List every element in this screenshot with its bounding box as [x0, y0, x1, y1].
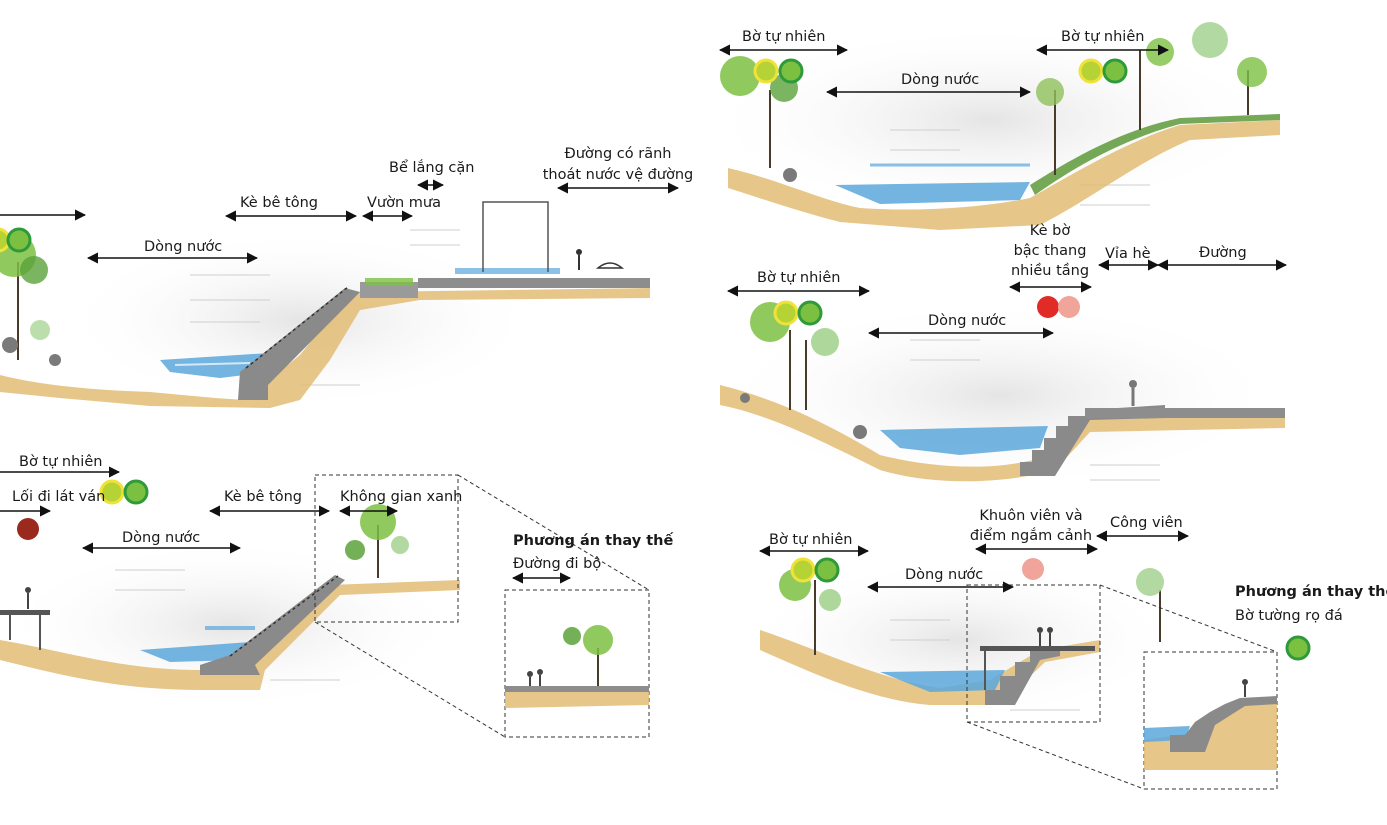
dot-yellow-green — [753, 58, 779, 84]
label-ke-bo-3: nhiều tầng — [1010, 263, 1090, 279]
label-dong-nuoc: Dòng nước — [928, 313, 1007, 329]
panel-5-sketch — [740, 530, 1278, 790]
dot-green — [6, 227, 32, 253]
label-bo-tu-nhien: Bờ tự nhiên — [1061, 29, 1145, 45]
label-dong-nuoc: Dòng nước — [901, 72, 980, 88]
dot-yellow-green — [790, 557, 816, 583]
panel-1-sketch — [0, 179, 680, 410]
dot-green — [1285, 635, 1311, 661]
label-dong-nuoc: Dòng nước — [144, 239, 223, 255]
label-bo-tu-nhien: Bờ tự nhiên — [19, 454, 103, 470]
label-loi-di: Lối đi lát ván — [12, 489, 106, 505]
indicator-dots — [0, 58, 1311, 661]
label-via-he: Vỉa hè — [1105, 246, 1151, 262]
dot-green — [814, 557, 840, 583]
panel-4-sketch — [0, 466, 650, 738]
label-dong-nuoc: Dòng nước — [122, 530, 201, 546]
dot-pink — [1022, 558, 1044, 580]
label-duong-ranh-1: Đường có rãnh — [564, 146, 672, 162]
label-duong-di-bo: Đường đi bộ — [513, 556, 602, 572]
dot-yellow-green — [773, 300, 799, 326]
label-bo-tuong: Bờ tường rọ đá — [1235, 608, 1343, 624]
label-bo-tu-nhien: Bờ tự nhiên — [757, 270, 841, 286]
label-bo-tu-nhien: Bờ tự nhiên — [769, 532, 853, 548]
dot-green — [123, 479, 149, 505]
dot-dark-red — [17, 518, 39, 540]
label-cong-vien: Công viên — [1110, 515, 1183, 531]
label-be-lang-can: Bể lắng cặn — [389, 160, 475, 176]
dot-yellow-green — [1078, 58, 1104, 84]
panel-3-sketch — [715, 259, 1288, 490]
label-duong: Đường — [1199, 245, 1247, 261]
label-ke-be-tong: Kè bê tông — [224, 489, 303, 505]
label-duong-ranh-2: thoát nước vệ đường — [542, 167, 694, 183]
dot-green — [778, 58, 804, 84]
label-khong-gian-xanh: Không gian xanh — [340, 489, 463, 505]
dot-red — [1037, 296, 1059, 318]
dot-pink — [1058, 296, 1080, 318]
dot-green — [797, 300, 823, 326]
label-khuon-vien-1: Khuôn viên và — [979, 508, 1083, 524]
label-ke-bo-2: bậc thang — [1013, 243, 1087, 259]
panel-2-sketch — [700, 22, 1280, 230]
dot-yellow-green — [99, 479, 125, 505]
label-ke-be-tong: Kè bê tông — [240, 195, 319, 211]
dot-green — [1102, 58, 1128, 84]
label-ke-bo-1: Kè bờ — [1029, 223, 1071, 239]
label-phuong-an: Phương án thay thế — [513, 533, 674, 549]
label-bo-tu-nhien: Bờ tự nhiên — [742, 29, 826, 45]
label-khuon-vien-2: điểm ngắm cảnh — [969, 528, 1093, 544]
label-vuon-mua: Vườn mưa — [367, 195, 441, 211]
label-dong-nuoc: Dòng nước — [905, 567, 984, 583]
label-phuong-an: Phương án thay thế — [1235, 584, 1387, 600]
